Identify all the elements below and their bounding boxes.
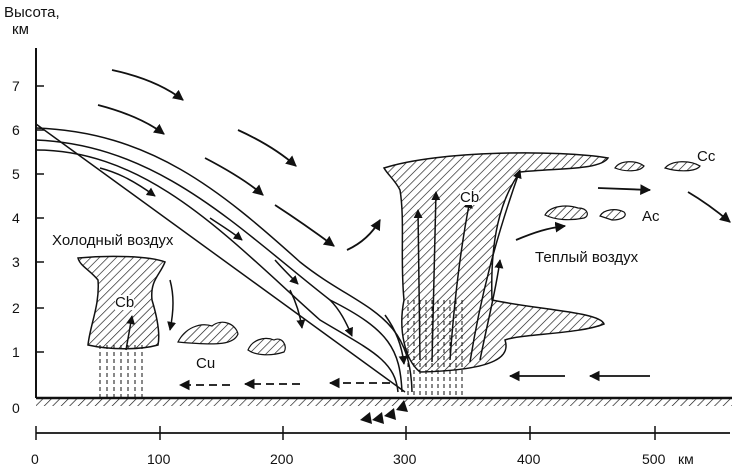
y-tick-label: 3	[12, 254, 20, 270]
y-tick-label: 2	[12, 300, 20, 316]
x-axis-unit: км	[678, 451, 694, 467]
y-axis-ticks	[36, 85, 44, 353]
x-tick-label: 100	[147, 451, 171, 467]
frontal-cb-cloud	[382, 152, 610, 373]
x-tick-label: 200	[270, 451, 294, 467]
y-tick-label: 6	[12, 122, 20, 138]
ac-label: Ac	[642, 208, 660, 225]
cold-outflow-arrows	[178, 377, 390, 391]
cb-front-label: Cb	[460, 189, 480, 206]
cb-cold-label: Cb	[115, 294, 135, 311]
cold-air-label: Холодный воздух	[52, 232, 174, 249]
upper-flow-arrows	[97, 69, 381, 251]
x-tick-label: 500	[642, 451, 666, 467]
y-tick-label: 0	[12, 400, 20, 416]
cu-cloud-2	[247, 337, 286, 356]
warm-air-label: Теплый воздух	[535, 249, 639, 266]
ground-hatching	[36, 398, 732, 406]
precipitation-front	[407, 300, 463, 398]
x-axis-ticks	[35, 426, 656, 440]
y-axis-title: Высота,	[4, 4, 60, 21]
cold-front-symbol	[360, 400, 408, 424]
cc-label: Cc	[697, 148, 716, 165]
cu-label: Cu	[196, 355, 216, 372]
y-tick-label: 7	[12, 78, 20, 94]
x-tick-label: 300	[393, 451, 417, 467]
x-tick-label: 0	[31, 451, 39, 467]
y-axis-unit: км	[12, 21, 29, 38]
descending-flow-arrows	[99, 167, 408, 365]
y-tick-label: 1	[12, 344, 20, 360]
y-tick-label: 5	[12, 166, 20, 182]
ac-clouds	[544, 205, 626, 221]
warm-inflow-arrows	[508, 184, 731, 382]
y-tick-label: 4	[12, 210, 20, 226]
x-tick-label: 400	[517, 451, 541, 467]
cc-clouds	[614, 161, 701, 172]
cu-cloud-1	[177, 321, 239, 345]
precipitation-cold-cb	[99, 345, 143, 398]
